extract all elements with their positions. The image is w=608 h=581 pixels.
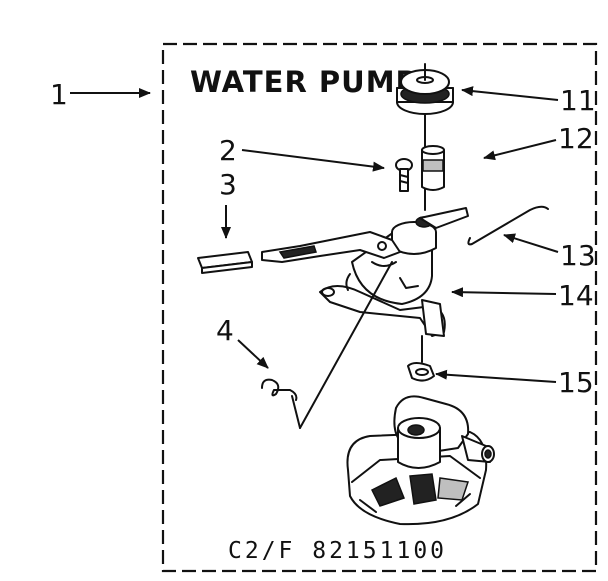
impeller-part (407, 362, 435, 382)
arrow-4 (237, 339, 269, 369)
clip-part (261, 378, 298, 401)
arrow-2 (241, 149, 385, 172)
pump-body-part (261, 207, 469, 337)
arrow-13 (503, 233, 559, 253)
part-code: C2/F 82151100 (228, 538, 447, 564)
callout-3: 3 (219, 168, 237, 201)
callout-2: 2 (219, 134, 237, 167)
assembly-guide-line (299, 261, 393, 429)
pump-housing-part (346, 395, 495, 526)
sleeve-part (421, 145, 445, 191)
callout-15: 15 (558, 366, 594, 399)
arrow-15 (435, 369, 557, 383)
arrow-11 (461, 86, 559, 101)
callout-14: 14 (558, 279, 594, 312)
pulley-part (396, 63, 454, 211)
leader-arrows (70, 86, 559, 383)
diagram-title: WATER PUMP (190, 65, 418, 99)
callout-1: 1 (50, 78, 68, 111)
arrow-14 (451, 287, 557, 298)
callout-4: 4 (216, 314, 234, 347)
wire-spring-part (467, 205, 549, 246)
callout-13: 13 (560, 239, 596, 272)
pad-part (197, 251, 253, 274)
arrow-12 (483, 139, 557, 161)
callout-11: 11 (560, 84, 596, 117)
screw-part (395, 158, 413, 192)
callout-12: 12 (558, 122, 594, 155)
